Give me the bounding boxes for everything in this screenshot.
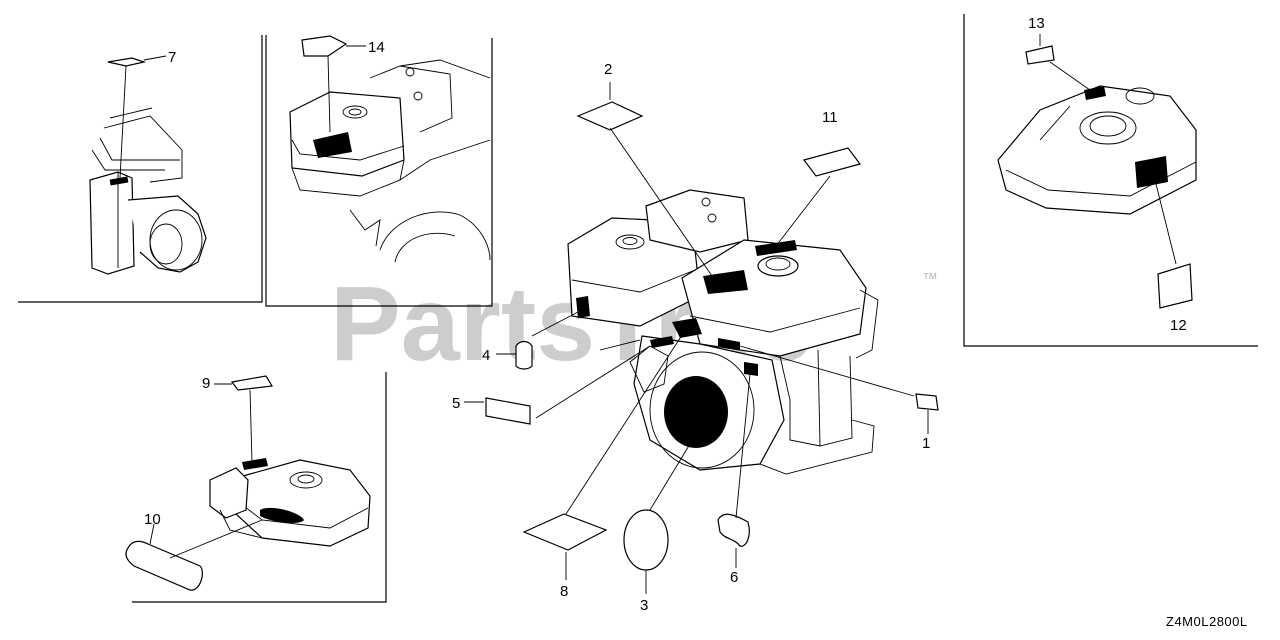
inset-frame-top-middle xyxy=(265,35,493,307)
callout-12: 12 xyxy=(1170,317,1187,334)
callout-14: 14 xyxy=(368,39,385,56)
inset-frame-top-left xyxy=(18,35,263,303)
callout-9: 9 xyxy=(202,375,210,392)
label-1-sticker xyxy=(915,393,939,411)
callout-11: 11 xyxy=(822,109,838,126)
inset-frame-top-right xyxy=(963,14,1258,347)
trademark-symbol: ™ xyxy=(922,271,938,288)
callout-numbers: 1 2 3 4 5 6 7 8 9 10 11 12 13 14 xyxy=(144,15,1187,614)
callout-13: 13 xyxy=(1028,15,1045,32)
engine-illustration xyxy=(567,189,879,475)
label-2-sticker xyxy=(576,101,644,131)
callout-7: 7 xyxy=(168,49,176,66)
callout-8: 8 xyxy=(560,583,568,600)
inset-frame-bottom-left xyxy=(132,372,387,603)
inset-frames xyxy=(18,14,1258,603)
label-5-sticker xyxy=(485,397,531,425)
inset-air-cleaner-front xyxy=(125,375,371,591)
callout-1: 1 xyxy=(922,435,930,452)
label-3-sticker xyxy=(623,509,669,571)
label-8-sticker xyxy=(522,513,608,551)
callout-3: 3 xyxy=(640,597,648,614)
callout-6: 6 xyxy=(730,569,738,586)
label-11-sticker xyxy=(802,147,862,177)
inset-air-cleaner-top xyxy=(289,35,491,263)
label-6-sticker xyxy=(717,513,750,547)
callout-4: 4 xyxy=(482,347,490,364)
inset-air-cleaner-side xyxy=(89,55,207,275)
inset-fuel-tank xyxy=(997,34,1197,309)
diagram-code: Z4M0L2800L xyxy=(1166,614,1248,629)
loose-labels xyxy=(464,82,939,594)
label-4-sticker xyxy=(515,340,533,370)
callout-2: 2 xyxy=(604,61,612,78)
callout-10: 10 xyxy=(144,511,161,528)
callout-5: 5 xyxy=(452,395,460,412)
